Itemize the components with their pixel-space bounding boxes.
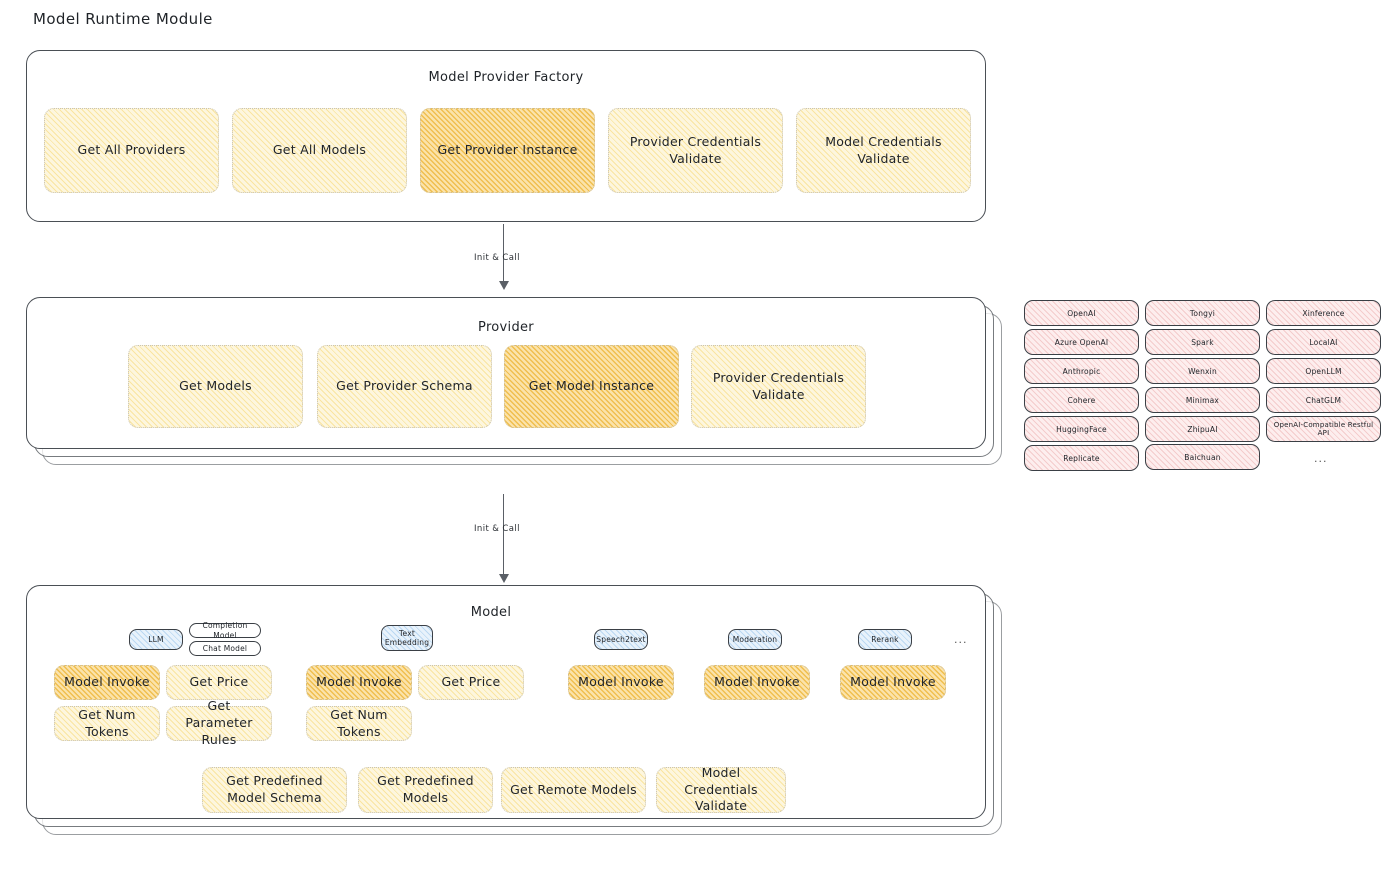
factory-node-provider-credentials-validate[interactable]: Provider Credentials Validate — [608, 108, 783, 193]
provider-pill-zhipuai[interactable]: ZhipuAI — [1145, 416, 1260, 442]
factory-node-get-provider-instance[interactable]: Get Provider Instance — [420, 108, 595, 193]
model-method-embedding-model-invoke[interactable]: Model Invoke — [306, 665, 412, 700]
model-container: Model LLM Completion Model Chat Model Mo… — [26, 585, 1016, 850]
provider-pill-cohere[interactable]: Cohere — [1024, 387, 1139, 413]
provider-pill-localai[interactable]: LocalAI — [1266, 329, 1381, 355]
model-method-rerank-model-invoke[interactable]: Model Invoke — [840, 665, 946, 700]
model-type-badge-llm[interactable]: LLM — [129, 629, 183, 650]
model-type-badge-speech2text[interactable]: Speech2text — [594, 629, 648, 650]
model-method-speech2text-model-invoke[interactable]: Model Invoke — [568, 665, 674, 700]
arrow-label-init-call-1: Init & Call — [474, 253, 520, 263]
provider-pill-baichuan[interactable]: Baichuan — [1145, 444, 1260, 470]
model-type-badge-text-embedding[interactable]: Text Embedding — [381, 625, 433, 651]
provider-container: Provider Get Models Get Provider Schema … — [26, 297, 1016, 479]
provider-pill-chatglm[interactable]: ChatGLM — [1266, 387, 1381, 413]
model-method-llm-get-num-tokens[interactable]: Get Num Tokens — [54, 706, 160, 741]
provider-pill-anthropic[interactable]: Anthropic — [1024, 358, 1139, 384]
provider-pill-huggingface[interactable]: HuggingFace — [1024, 416, 1139, 442]
provider-pill-wenxin[interactable]: Wenxin — [1145, 358, 1260, 384]
provider-pill-openai-compatible-restful-api[interactable]: OpenAI-Compatible Restful API — [1266, 416, 1381, 442]
model-method-llm-get-price[interactable]: Get Price — [166, 665, 272, 700]
arrow-head — [498, 281, 509, 290]
model-provider-factory-container: Model Provider Factory Get All Providers… — [26, 50, 986, 222]
model-types-more: ... — [954, 633, 968, 646]
model-sub-badge-completion-model[interactable]: Completion Model — [189, 621, 261, 640]
arrow-label-init-call-2: Init & Call — [474, 524, 520, 534]
page-title: Model Runtime Module — [33, 10, 213, 28]
arrow-shaft — [503, 494, 505, 576]
provider-pill-tongyi[interactable]: Tongyi — [1145, 300, 1260, 326]
model-method-llm-model-invoke[interactable]: Model Invoke — [54, 665, 160, 700]
model-method-moderation-model-invoke[interactable]: Model Invoke — [704, 665, 810, 700]
provider-pill-azure-openai[interactable]: Azure OpenAI — [1024, 329, 1139, 355]
model-shared-get-remote-models[interactable]: Get Remote Models — [501, 767, 646, 813]
provider-pill-openai[interactable]: OpenAI — [1024, 300, 1139, 326]
factory-title: Model Provider Factory — [428, 70, 584, 85]
provider-pill-spark[interactable]: Spark — [1145, 329, 1260, 355]
provider-pill-xinference[interactable]: Xinference — [1266, 300, 1381, 326]
model-type-badge-moderation[interactable]: Moderation — [728, 629, 782, 650]
model-sub-badge-chat-model[interactable]: Chat Model — [189, 641, 261, 656]
model-method-embedding-get-num-tokens[interactable]: Get Num Tokens — [306, 706, 412, 741]
provider-pill-replicate[interactable]: Replicate — [1024, 445, 1139, 471]
arrow-shaft — [503, 224, 505, 282]
factory-node-get-all-providers[interactable]: Get All Providers — [44, 108, 219, 193]
provider-pill-openllm[interactable]: OpenLLM — [1266, 358, 1381, 384]
model-shared-model-credentials-validate[interactable]: Model Credentials Validate — [656, 765, 786, 813]
factory-node-model-credentials-validate[interactable]: Model Credentials Validate — [796, 108, 971, 193]
provider-node-get-provider-schema[interactable]: Get Provider Schema — [317, 345, 492, 428]
model-shared-get-predefined-model-schema[interactable]: Get Predefined Model Schema — [202, 767, 347, 813]
model-title: Model — [470, 605, 512, 620]
provider-node-get-model-instance[interactable]: Get Model Instance — [504, 345, 679, 428]
provider-list-more: ... — [1314, 452, 1328, 465]
provider-node-get-models[interactable]: Get Models — [128, 345, 303, 428]
model-shared-get-predefined-models[interactable]: Get Predefined Models — [358, 767, 493, 813]
provider-title: Provider — [478, 320, 534, 335]
provider-pill-minimax[interactable]: Minimax — [1145, 387, 1260, 413]
model-type-badge-rerank[interactable]: Rerank — [858, 629, 912, 650]
model-method-llm-get-parameter-rules[interactable]: Get Parameter Rules — [166, 698, 272, 747]
factory-node-get-all-models[interactable]: Get All Models — [232, 108, 407, 193]
model-method-embedding-get-price[interactable]: Get Price — [418, 665, 524, 700]
provider-node-provider-credentials-validate[interactable]: Provider Credentials Validate — [691, 345, 866, 428]
arrow-head — [498, 574, 509, 583]
